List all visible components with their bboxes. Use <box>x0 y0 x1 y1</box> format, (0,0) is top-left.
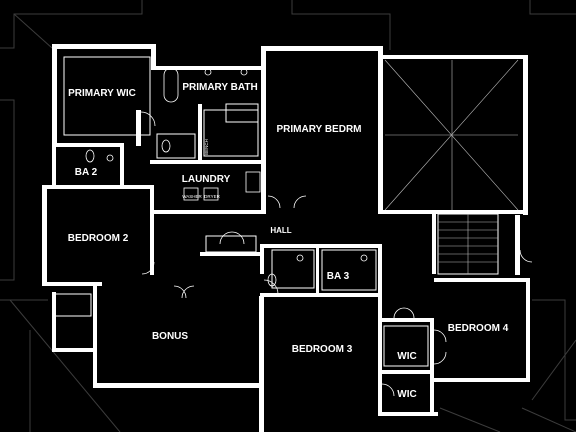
room-label-bonus: BONUS <box>152 331 188 342</box>
sink-icon <box>240 68 248 76</box>
room-label-wic-lower: WIC <box>397 389 416 400</box>
label-bench: BENCH <box>204 139 209 155</box>
sink-icon <box>296 254 304 262</box>
label-washer: WASHER <box>182 194 202 199</box>
sink-icon <box>106 154 114 162</box>
room-label-laundry: LAUNDRY <box>182 174 231 185</box>
interior-lines <box>54 56 429 367</box>
doors <box>140 111 533 397</box>
vault-lines <box>384 59 519 211</box>
door-icon <box>219 231 233 245</box>
room-label-hall: HALL <box>270 226 291 235</box>
door-icon <box>433 351 447 365</box>
door-icon <box>181 285 195 299</box>
dryer-icon <box>203 187 219 201</box>
door-icon <box>173 285 187 299</box>
laundry-sink-icon <box>245 171 261 193</box>
washer-icon <box>183 187 199 201</box>
door-icon <box>141 261 155 275</box>
stair <box>437 213 499 275</box>
room-label-primary-bath: PRIMARY BATH <box>182 82 257 93</box>
bathtub-icon <box>163 67 179 103</box>
door-icon <box>519 249 533 263</box>
room-label-bedroom2: BEDROOM 2 <box>68 233 129 244</box>
door-icon <box>393 307 405 319</box>
door-icon <box>267 195 281 209</box>
door-icon <box>140 111 156 127</box>
fixture-labels: BENCH WASHER DRYER <box>182 139 220 199</box>
room-label-wic-upper: WIC <box>397 351 416 362</box>
toilet-icon <box>85 149 95 163</box>
room-label-primary-bedrm: PRIMARY BEDRM <box>276 124 361 135</box>
door-icon <box>231 231 245 245</box>
door-icon <box>433 329 447 343</box>
label-dryer: DRYER <box>204 194 220 199</box>
room-label-bedroom4: BEDROOM 4 <box>448 323 509 334</box>
sink-icon <box>360 254 368 262</box>
room-label-bedroom3: BEDROOM 3 <box>292 344 353 355</box>
walls <box>42 44 530 432</box>
fixtures <box>85 67 368 287</box>
room-label-primary-wic: PRIMARY WIC <box>68 88 136 99</box>
room-labels: PRIMARY WIC PRIMARY BATH PRIMARY BEDRM B… <box>68 82 509 400</box>
door-icon <box>381 383 395 397</box>
sink-icon <box>204 68 212 76</box>
toilet-icon <box>161 139 171 153</box>
door-icon <box>263 279 279 295</box>
door-icon <box>293 195 307 209</box>
door-icon <box>403 307 415 319</box>
room-label-ba2: BA 2 <box>75 167 98 178</box>
room-label-ba3: BA 3 <box>327 271 350 282</box>
toilet-icon <box>267 273 277 287</box>
